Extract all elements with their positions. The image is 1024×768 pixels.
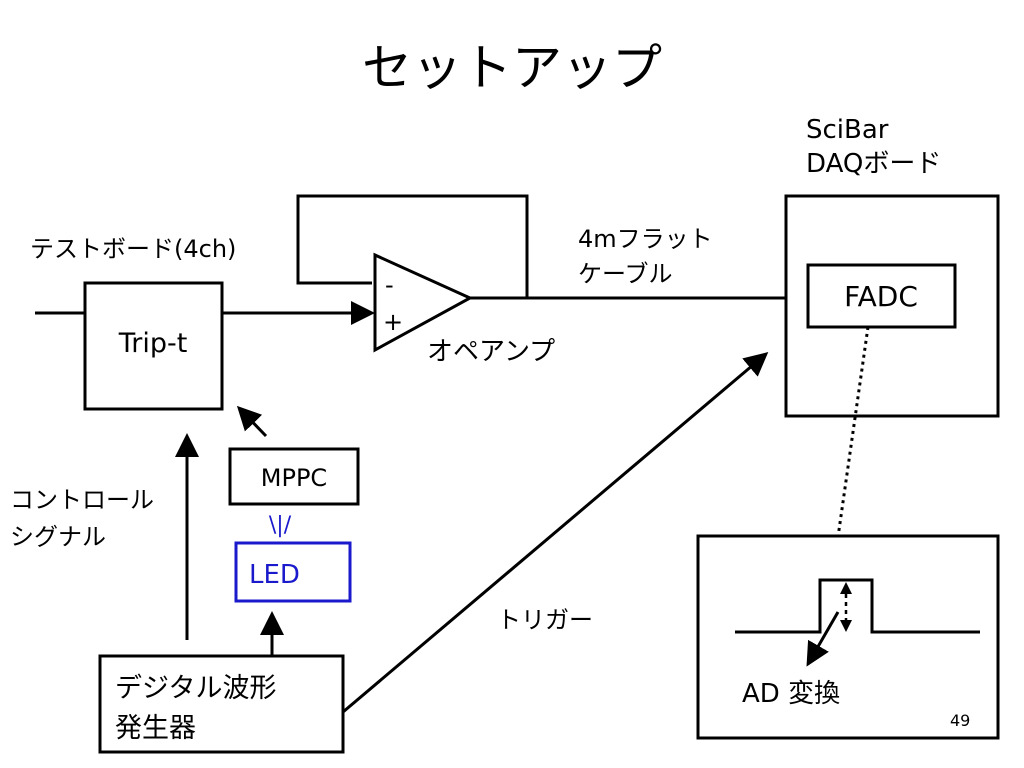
pulse-generator-box xyxy=(98,654,345,754)
pulse-height-arrow-bottom xyxy=(840,620,852,632)
pulse-generator-label-line1: デジタル波形 xyxy=(115,673,276,704)
led-box xyxy=(234,541,352,603)
fadc-label: FADC xyxy=(844,280,918,313)
ad-conversion-label: AD 変換 xyxy=(742,679,840,709)
page-number: 49 xyxy=(950,711,970,730)
mppc-to-trip-arrow xyxy=(236,405,268,438)
control-signal-label-line2: シグナル xyxy=(10,523,106,551)
led-label: LED xyxy=(249,560,300,590)
mppc-box xyxy=(228,447,360,506)
pulse-generator-label-line2: 発生器 xyxy=(115,713,196,744)
scibar-label-line2: DAQボード xyxy=(806,149,941,179)
ad-conversion-box xyxy=(696,534,1000,740)
light-emission-icon: \|/ xyxy=(269,513,292,538)
trip-t-label: Trip-t xyxy=(118,328,188,359)
op-amp-label: オペアンプ xyxy=(427,337,555,367)
trigger-label: トリガー xyxy=(497,606,593,634)
slide-title: セットアップ xyxy=(362,39,662,97)
scibar-label-line1: SciBar xyxy=(806,115,889,145)
trip-t-box xyxy=(83,281,224,411)
mppc-label: MPPC xyxy=(261,464,327,492)
cable-label-line1: 4mフラット xyxy=(578,225,713,253)
test-board-label: テストボード(4ch) xyxy=(30,235,236,263)
feedback-loop xyxy=(296,194,529,298)
ad-pointer-arrow xyxy=(806,611,840,667)
fadc-box xyxy=(806,263,957,329)
control-signal-label-line1: コントロール xyxy=(10,486,154,514)
pulse-height-arrow-top xyxy=(840,582,852,594)
pulse-waveform xyxy=(735,578,980,634)
trigger-arrow xyxy=(342,352,769,714)
op-amp-symbol xyxy=(373,252,474,353)
cable-label-line2: ケーブル xyxy=(578,260,673,288)
op-amp-plus: + xyxy=(383,308,403,336)
op-amp-minus: - xyxy=(385,271,394,299)
